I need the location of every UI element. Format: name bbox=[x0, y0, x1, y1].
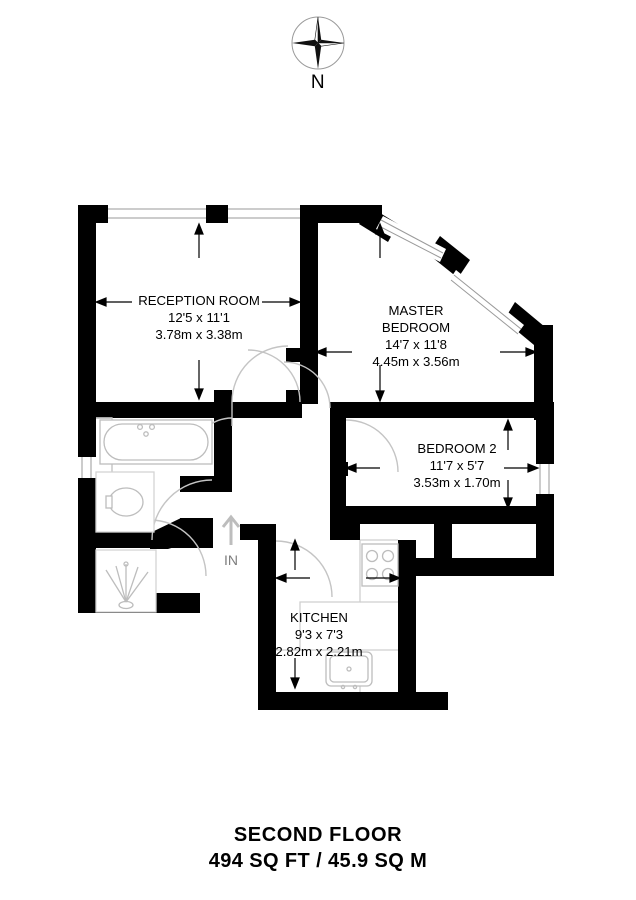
entrance-marker: IN bbox=[221, 514, 241, 568]
dimension-arrows bbox=[94, 222, 540, 690]
room-label-bedroom2-metric: 3.53m x 1.70m bbox=[413, 475, 500, 490]
compass-north-label: N bbox=[310, 72, 326, 93]
floorplan-footer: SECOND FLOOR 494 SQ FT / 45.9 SQ M bbox=[0, 822, 636, 874]
shower-icon bbox=[95, 549, 157, 613]
room-label-kitchen-imperial: 9'3 x 7'3 bbox=[295, 627, 343, 642]
room-label-kitchen-name: KITCHEN bbox=[290, 610, 348, 625]
toilet-icon bbox=[95, 471, 155, 533]
room-label-master-metric: 4.45m x 3.56m bbox=[372, 354, 459, 369]
room-label-master-name1: MASTER bbox=[389, 303, 444, 318]
room-label-kitchen-metric: 2.82m x 2.21m bbox=[275, 644, 362, 659]
room-labels: RECEPTION ROOM 12'5 x 11'1 3.78m x 3.38m… bbox=[138, 293, 500, 659]
room-label-reception-name: RECEPTION ROOM bbox=[138, 293, 260, 308]
sink-icon bbox=[325, 651, 373, 690]
room-label-reception-imperial: 12'5 x 11'1 bbox=[168, 310, 230, 325]
room-label-master-imperial: 14'7 x 11'8 bbox=[385, 337, 447, 352]
entrance-label: IN bbox=[224, 552, 238, 568]
windows bbox=[78, 205, 554, 494]
room-label-reception-metric: 3.78m x 3.38m bbox=[155, 327, 242, 342]
room-label-bedroom2-name: BEDROOM 2 bbox=[417, 441, 496, 456]
area-label: 494 SQ FT / 45.9 SQ M bbox=[208, 850, 428, 872]
room-label-master-name2: BEDROOM bbox=[382, 320, 450, 335]
room-label-bedroom2-imperial: 11'7 x 5'7 bbox=[430, 458, 485, 473]
up-arrow-icon bbox=[221, 514, 241, 545]
floorplan-drawing: RECEPTION ROOM 12'5 x 11'1 3.78m x 3.38m… bbox=[78, 205, 554, 710]
kitchen-fixtures bbox=[276, 539, 399, 692]
floor-label: SECOND FLOOR bbox=[233, 824, 403, 846]
bathroom-fixtures bbox=[95, 419, 213, 613]
compass-rose-icon bbox=[291, 16, 345, 70]
compass-rose: N bbox=[286, 14, 350, 94]
